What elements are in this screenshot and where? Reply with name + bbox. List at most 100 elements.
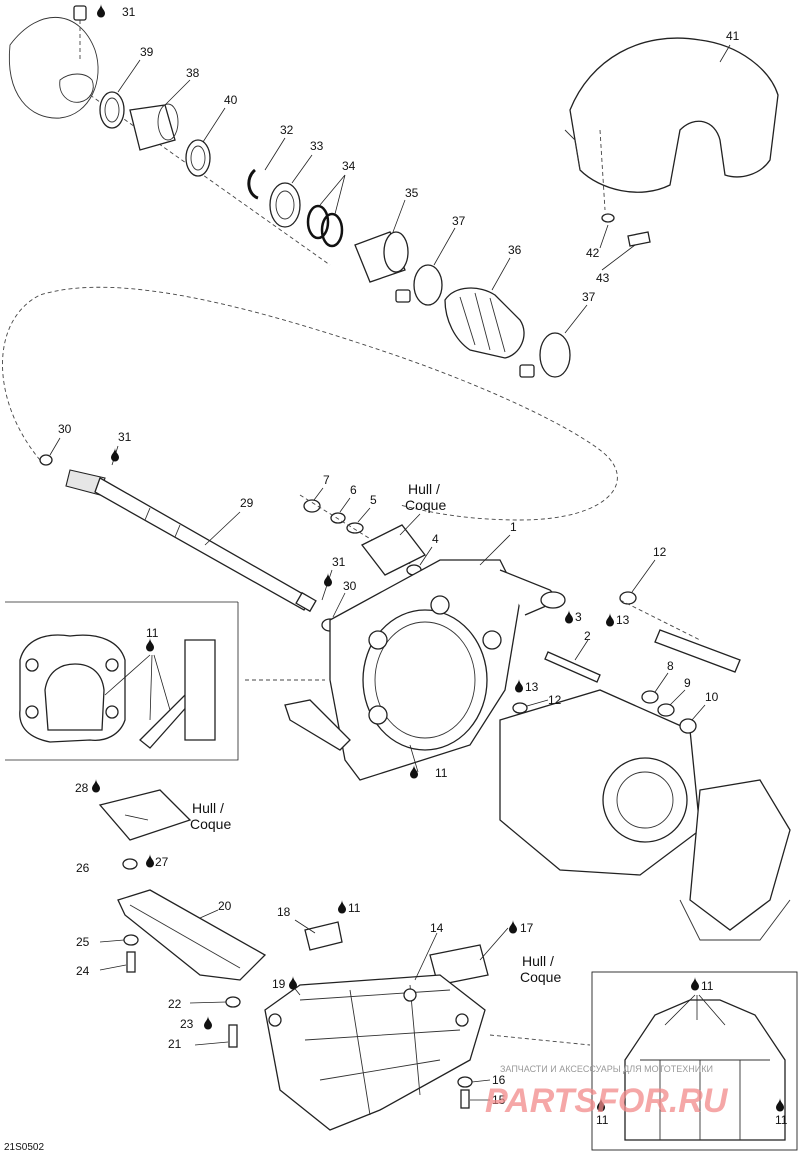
- part-31-shaft-nut: [295, 591, 317, 613]
- callout-11-strip: 11: [348, 901, 361, 915]
- part-32-circlip[interactable]: [247, 168, 259, 200]
- inset-left-boss-3: [25, 705, 39, 719]
- callout-10: 10: [705, 690, 719, 704]
- callout-16: 16: [492, 1073, 506, 1087]
- callout-23: 23: [180, 1017, 194, 1031]
- inset-right-plate: [624, 999, 786, 1141]
- callout-37-lower: 37: [582, 290, 596, 304]
- ride-plate-group: [264, 921, 489, 1131]
- callout-25: 25: [76, 935, 90, 949]
- part-8-washer[interactable]: [641, 690, 659, 704]
- inset-right-leaders: [664, 994, 726, 1026]
- callout-38: 38: [186, 66, 200, 80]
- callout-24: 24: [76, 964, 90, 978]
- callout-33: 33: [310, 139, 324, 153]
- part-31-nut[interactable]: [73, 5, 87, 21]
- part-42-washer[interactable]: [601, 213, 615, 223]
- inset-left-boss-2: [105, 658, 119, 672]
- support-arm-end: [540, 591, 566, 609]
- support-boss-4: [368, 705, 388, 725]
- callout-29: 29: [240, 496, 254, 510]
- part-12-washer-lower[interactable]: [512, 702, 528, 714]
- callout-1: 1: [510, 520, 517, 534]
- part-38-ring[interactable]: [129, 104, 176, 151]
- axis-line-41: [599, 129, 606, 211]
- leader-lines: [49, 44, 731, 1101]
- callout-20: 20: [218, 899, 232, 913]
- part-9-washer[interactable]: [657, 703, 675, 717]
- steering-rod: [654, 629, 741, 673]
- part-10-nut[interactable]: [679, 718, 697, 734]
- diagram-code: 21S0502: [4, 1142, 44, 1153]
- top-parts-group: [8, 5, 779, 378]
- sealant-drop-icon: [606, 613, 614, 627]
- part-34-oring-1[interactable]: [306, 204, 330, 240]
- sealant-drop-icon: [92, 779, 100, 793]
- part-43-screw[interactable]: [627, 231, 651, 247]
- callout-31-mid: 31: [332, 555, 346, 569]
- part-29-driveshaft[interactable]: [94, 477, 311, 611]
- sealant-drop-icon: [146, 854, 154, 868]
- callout-22: 22: [168, 997, 182, 1011]
- plate-hole-3: [455, 1013, 469, 1027]
- callout-12-upper: 12: [653, 545, 667, 559]
- callout-35: 35: [405, 186, 419, 200]
- part-34-oring-2[interactable]: [320, 212, 344, 248]
- part-39-clamp[interactable]: [99, 91, 125, 129]
- part-21-screw[interactable]: [228, 1024, 238, 1048]
- callout-3: 3: [575, 610, 582, 624]
- part-40-inner: [190, 145, 206, 171]
- part-14-ride-plate[interactable]: [264, 974, 486, 1131]
- sealant-drop-icon: [338, 900, 346, 914]
- part-40-clamp[interactable]: [185, 139, 211, 177]
- support-boss-1: [368, 630, 388, 650]
- part-2-stud[interactable]: [544, 651, 601, 683]
- callout-21: 21: [168, 1037, 182, 1051]
- part-15-screw[interactable]: [460, 1089, 470, 1109]
- callout-31-shaft: 31: [118, 430, 132, 444]
- part-5-washer[interactable]: [346, 522, 364, 534]
- callout-28: 28: [75, 781, 89, 795]
- part-29-marks: [144, 507, 181, 538]
- callout-36: 36: [508, 243, 522, 257]
- support-flange: [284, 699, 351, 751]
- part-41-edge: [564, 129, 581, 171]
- callout-30-mid: 30: [343, 579, 357, 593]
- part-20-bracket[interactable]: [117, 889, 267, 981]
- callout-43: 43: [596, 271, 610, 285]
- part-12-washer-upper[interactable]: [619, 591, 637, 605]
- sealant-drop-icon: [509, 920, 517, 934]
- callout-19: 19: [272, 977, 286, 991]
- part-36-boot[interactable]: [444, 287, 525, 359]
- inset-left-boss-4: [105, 705, 119, 719]
- callout-labels: 41 42 43 31 39 38 40 32 33 34 35 37 36 3…: [58, 5, 788, 1127]
- part-24-screw[interactable]: [126, 951, 136, 973]
- axis-line-mount: [299, 494, 421, 571]
- part-16-washer[interactable]: [457, 1076, 473, 1088]
- housing-hub: [59, 73, 94, 103]
- part-25-washer[interactable]: [123, 934, 139, 946]
- part-7-nut[interactable]: [303, 499, 321, 513]
- sealant-drop-icon: [111, 448, 119, 462]
- plate-hole-2: [403, 988, 417, 1002]
- hull-note-lower-line2: Coque: [190, 816, 231, 832]
- callout-11-inset-right-left: 11: [596, 1113, 609, 1127]
- part-6-washer[interactable]: [330, 512, 346, 524]
- part-33-bushing[interactable]: [269, 182, 301, 228]
- callout-42: 42: [586, 246, 600, 260]
- sealant-drop-icon: [691, 977, 699, 991]
- jet-pump-nozzle: [602, 757, 688, 843]
- inset-right-group: [489, 971, 798, 1151]
- callout-2: 2: [584, 629, 591, 643]
- callout-15: 15: [492, 1093, 506, 1107]
- part-30-washer-left[interactable]: [39, 454, 53, 466]
- part-41-cover[interactable]: [569, 37, 779, 193]
- part-18-strip[interactable]: [304, 921, 343, 951]
- reverse-linkage: [679, 899, 791, 941]
- part-22-washer[interactable]: [225, 996, 241, 1008]
- part-37-clamp-lower[interactable]: [539, 332, 571, 378]
- part-26-washer[interactable]: [122, 858, 138, 870]
- inset-left-hull: [184, 639, 216, 741]
- part-37-clamp-upper[interactable]: [413, 264, 443, 306]
